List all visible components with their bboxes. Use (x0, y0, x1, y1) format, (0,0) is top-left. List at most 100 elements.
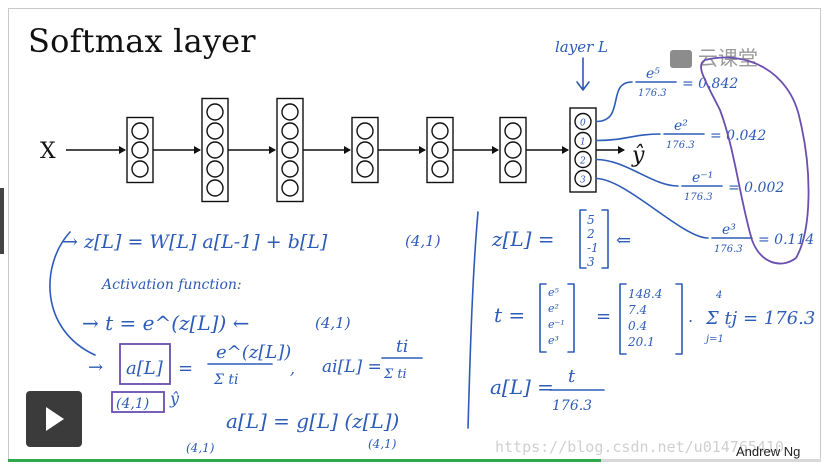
z-label: z[L] = (491, 227, 555, 251)
t-equation: → t = e^(z[L]) ← (82, 311, 249, 335)
connector-arrowhead (419, 146, 426, 154)
a-rhs-den: Σ ti (213, 372, 238, 388)
svg-text:=: = (596, 306, 611, 327)
output-numerator: e³ (722, 222, 736, 238)
neuron (504, 141, 522, 159)
a-final-label: a[L] = (490, 375, 554, 399)
connector-arrowhead (562, 146, 569, 154)
neuron (574, 150, 592, 169)
output-denominator: 176.3 (714, 244, 743, 255)
blog-url-watermark: https://blog.csdn.net/u014765410 (495, 438, 784, 456)
a-final-num: t (568, 366, 576, 387)
slide-title: Softmax layer (28, 22, 256, 60)
progress-fill (8, 459, 602, 462)
neuron (356, 160, 374, 178)
output-curve (595, 81, 633, 123)
neuron (356, 122, 374, 140)
t-exp-entry: e² (548, 302, 559, 315)
layer-box (126, 116, 154, 184)
dim-highlight-box (111, 391, 165, 413)
output-curve (595, 133, 661, 142)
neuron (281, 179, 299, 197)
output-curve (595, 158, 679, 187)
t-value-entry: 7.4 (628, 303, 647, 317)
neuron (431, 160, 449, 178)
z-vector: 52-13 (586, 213, 599, 269)
t-label: t = (494, 303, 525, 327)
neuron (131, 141, 149, 159)
layer-arrow (576, 57, 590, 91)
output-value: = 0.114 (758, 232, 814, 248)
neuron (206, 122, 224, 140)
sum-equation: Σ tj = 176.3 (705, 308, 815, 329)
t-exp-entry: e⁵ (548, 286, 560, 299)
t-exp-brackets (539, 283, 575, 353)
softmax-node-label: 0 (580, 119, 586, 129)
output-numerator: e⁵ (646, 66, 660, 82)
sum-upper: 4 (715, 290, 722, 301)
left-notes: → z[L] = W[L] a[L-1] + b[L] (4,1) Activa… (49, 231, 441, 455)
presenter-name: Andrew Ng (736, 444, 801, 459)
neuron (356, 141, 374, 159)
softmax-node-label: 2 (579, 157, 586, 167)
ai-num: ti (396, 337, 408, 357)
y-hat-note: ŷ (169, 389, 180, 408)
neuron (206, 179, 224, 197)
output-value: = 0.042 (710, 128, 766, 144)
neuron (574, 169, 592, 188)
g-dim-right: (4,1) (368, 437, 397, 451)
connector-arrowhead (344, 146, 351, 154)
neuron (131, 122, 149, 140)
layer-box (351, 116, 379, 184)
layer-box (201, 97, 229, 203)
play-button[interactable] (26, 391, 82, 447)
neuron (574, 112, 592, 131)
neuron (431, 141, 449, 159)
t-dim: (4,1) (315, 314, 351, 332)
z-vector-entry: 5 (587, 213, 595, 227)
z-brackets (579, 209, 609, 269)
a-lhs: a[L] (126, 358, 164, 379)
output-value: = 0.002 (728, 180, 784, 196)
neuron (281, 103, 299, 121)
input-label: X (40, 139, 56, 164)
t-exp-entry: e⁻¹ (548, 318, 565, 331)
neuron (504, 160, 522, 178)
ai-den: Σ ti (383, 367, 407, 382)
output-denominator: 176.3 (666, 140, 695, 151)
t-value-brackets (619, 283, 683, 355)
layer-box (276, 97, 304, 203)
play-icon (46, 407, 64, 431)
output-value: = 0.842 (682, 76, 738, 92)
z-dim: (4,1) (405, 232, 441, 250)
connector-arrowhead (492, 146, 499, 154)
layer-boxes: 0 1 2 3 (66, 97, 625, 203)
softmax-node-label: 3 (580, 176, 586, 186)
svg-text:⇐: ⇐ (616, 230, 631, 251)
side-panel-handle[interactable] (0, 188, 4, 254)
output-curve (595, 177, 709, 239)
z-vector-entry: -1 (587, 241, 599, 255)
neuron (431, 122, 449, 140)
neuron (281, 141, 299, 159)
notes-divider (467, 211, 479, 429)
softmax-node-label: 1 (580, 138, 586, 148)
connector-arrowhead (119, 146, 126, 154)
connector-arrowhead (269, 146, 276, 154)
ai-equation: ai[L] = (322, 357, 382, 377)
neuron (206, 141, 224, 159)
activation-title: Activation function: (100, 277, 242, 293)
z-vector-entry: 3 (587, 255, 595, 269)
svg-text:.: . (688, 307, 693, 326)
progress-bar[interactable] (8, 459, 821, 462)
neuron (206, 160, 224, 178)
output-denominator: 176.3 (684, 192, 713, 203)
t-value-entry: 0.4 (628, 319, 647, 333)
output-numerator: e⁻¹ (692, 170, 713, 186)
t-value-entry: 20.1 (627, 335, 655, 349)
z-equation: → z[L] = W[L] a[L-1] + b[L] (62, 231, 328, 253)
